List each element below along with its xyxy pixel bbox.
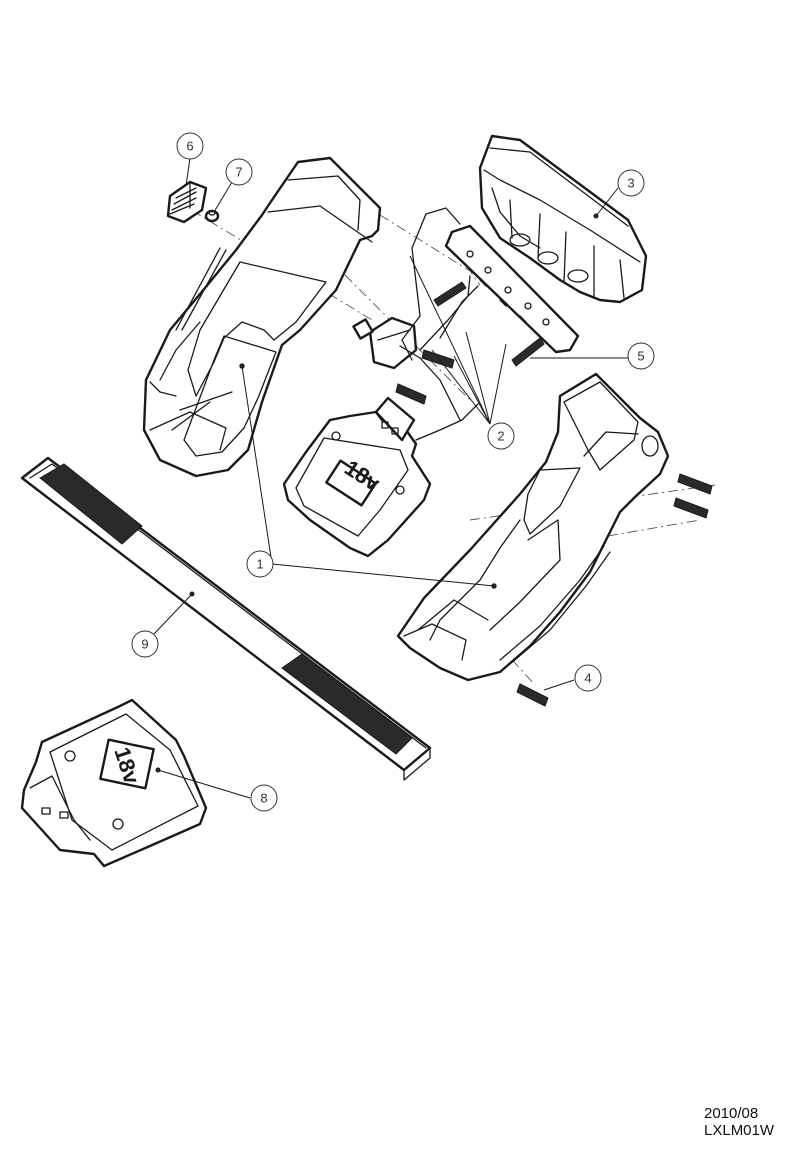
lens-component <box>206 211 218 221</box>
callout-7: 7 <box>226 159 252 185</box>
callout-2: 2 <box>488 423 514 449</box>
callout-3-number: 3 <box>627 176 634 191</box>
callout-1-number: 1 <box>256 557 263 572</box>
battery-connector: 18v <box>284 398 430 556</box>
callout-4-number: 4 <box>584 671 591 686</box>
callout-5-number: 5 <box>637 349 644 364</box>
footer-model-code: LXLM01W <box>704 1123 782 1139</box>
callout-9-number: 9 <box>141 637 148 652</box>
callout-8: 8 <box>251 785 277 811</box>
callout-1: 1 <box>247 551 273 577</box>
battery-pack: 18v <box>22 700 206 866</box>
callout-4: 4 <box>575 665 601 691</box>
callout-7-number: 7 <box>235 165 242 180</box>
callout-9: 9 <box>132 631 158 657</box>
callout-5: 5 <box>628 343 654 369</box>
callout-3: 3 <box>618 170 644 196</box>
callout-6-number: 6 <box>186 139 193 154</box>
callout-2-number: 2 <box>497 429 504 444</box>
footer-date: 2010/08 <box>704 1106 782 1122</box>
callout-8-number: 8 <box>260 791 267 806</box>
housing-right <box>398 374 668 680</box>
callout-6: 6 <box>177 133 203 159</box>
led-component <box>168 182 206 222</box>
